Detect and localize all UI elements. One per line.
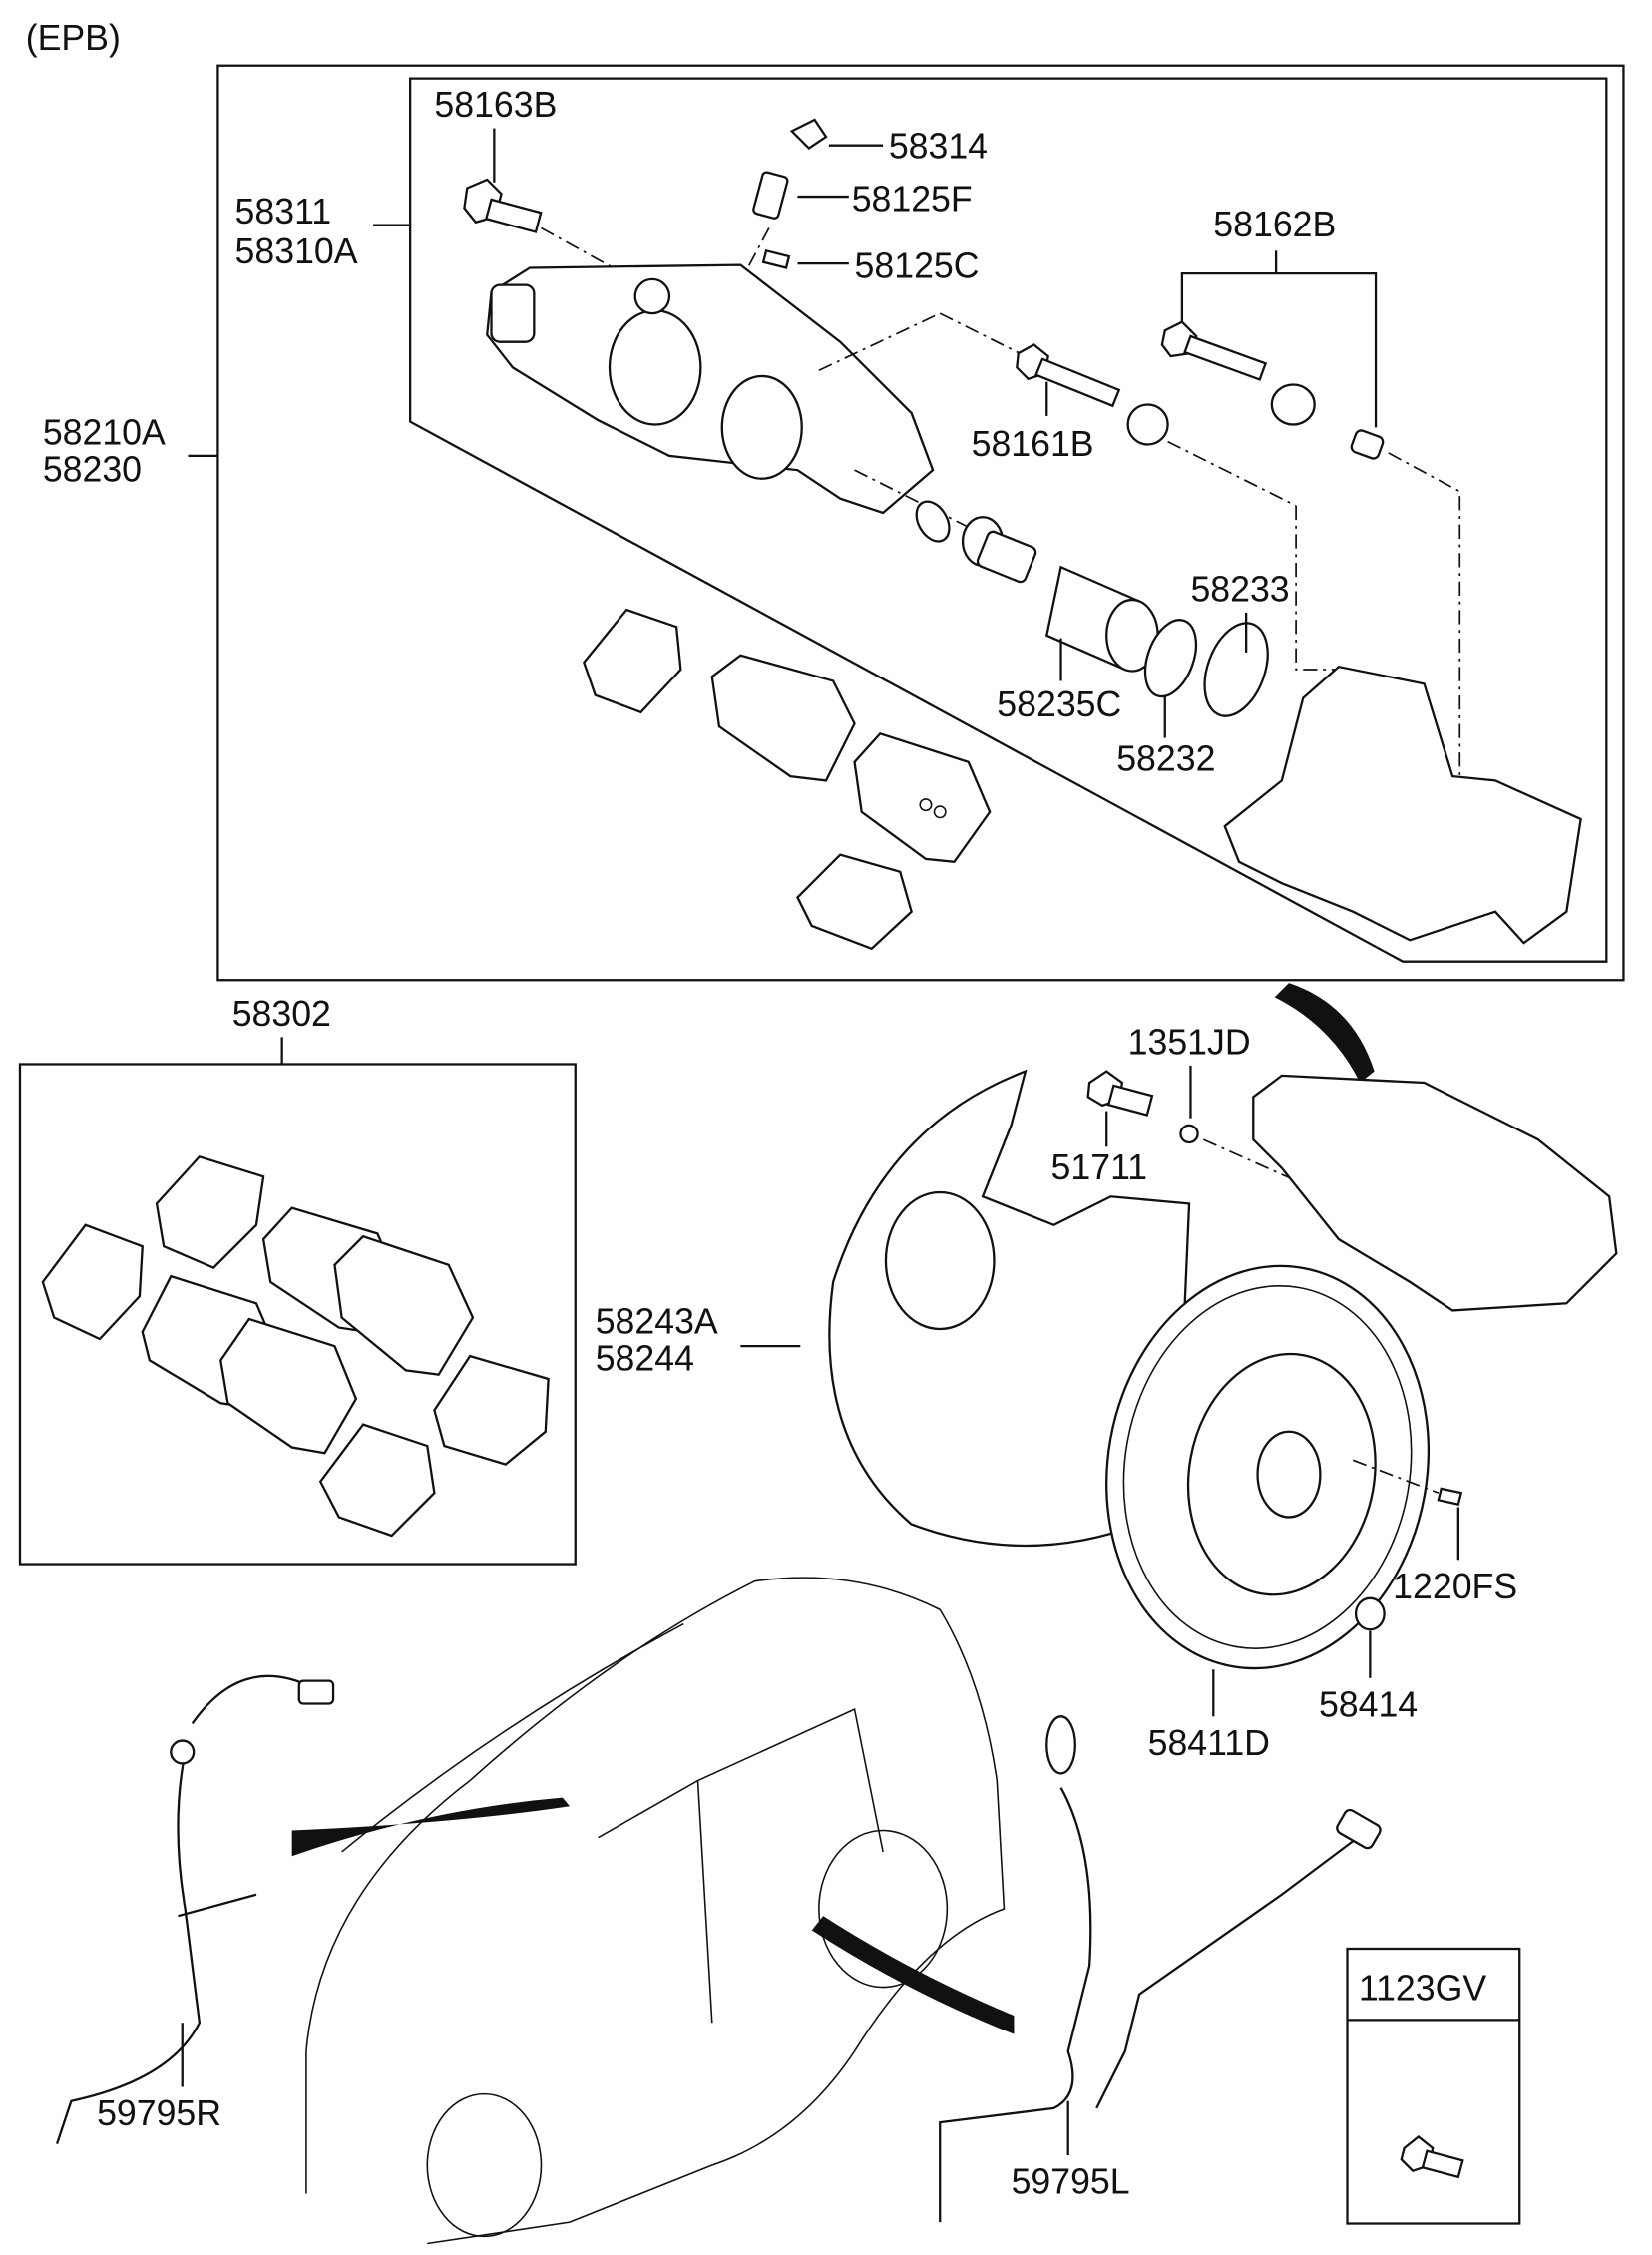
label-58411D[interactable]: 58411D xyxy=(1148,1723,1270,1763)
label-58233[interactable]: 58233 xyxy=(1190,570,1289,610)
guide-pin-58162B-icon xyxy=(1160,320,1385,460)
screw-1220FS-icon xyxy=(1437,1487,1463,1506)
cap-58125C-icon xyxy=(761,248,791,269)
label-58310A[interactable]: 58310A xyxy=(235,231,358,271)
pad-clips-icon xyxy=(583,608,913,951)
wheel-sensor-left-icon xyxy=(939,1715,1382,2223)
diagram-title: (EPB) xyxy=(26,18,121,58)
label-58311[interactable]: 58311 xyxy=(235,192,332,231)
label-1220FS[interactable]: 1220FS xyxy=(1393,1567,1517,1606)
label-58232[interactable]: 58232 xyxy=(1116,738,1215,778)
wheel-sensor-right-icon xyxy=(56,1674,335,2144)
label-58161B[interactable]: 58161B xyxy=(972,424,1094,464)
label-51711[interactable]: 51711 xyxy=(1051,1147,1148,1187)
label-58243A[interactable]: 58243A xyxy=(596,1301,718,1341)
pad-kit-box xyxy=(18,1063,577,1566)
label-58302[interactable]: 58302 xyxy=(232,994,331,1034)
label-1123GV[interactable]: 1123GV xyxy=(1359,1968,1486,2008)
label-58163B[interactable]: 58163B xyxy=(434,85,557,125)
bleeder-58125F-icon xyxy=(752,171,789,220)
label-1351JD[interactable]: 1351JD xyxy=(1128,1022,1251,1062)
label-58162B[interactable]: 58162B xyxy=(1213,205,1336,244)
caliper-assembly-box xyxy=(216,64,1625,982)
piston-adjuster-icon xyxy=(961,516,1037,584)
pointer-arrow-icon xyxy=(1274,983,1375,1084)
brake-pads-icon xyxy=(710,654,992,863)
label-58414[interactable]: 58414 xyxy=(1319,1684,1418,1724)
label-58125C[interactable]: 58125C xyxy=(855,245,980,285)
caliper-subassembly-box xyxy=(409,77,1608,963)
pointer-arrow-icon xyxy=(291,1797,571,1857)
label-59795R[interactable]: 59795R xyxy=(97,2093,221,2133)
pad-kit-icon xyxy=(41,1154,550,1538)
piston-58235C-icon xyxy=(1044,565,1159,673)
label-58230[interactable]: 58230 xyxy=(43,450,142,490)
bolt-58163B-icon xyxy=(463,178,543,233)
plug-58414-icon xyxy=(1354,1596,1386,1631)
seal-ring-icon xyxy=(915,500,951,543)
label-58235C[interactable]: 58235C xyxy=(997,684,1121,724)
bolt-51711-icon xyxy=(1086,1070,1154,1117)
label-59795L[interactable]: 59795L xyxy=(1012,2162,1130,2202)
caliper-carrier-icon xyxy=(1223,665,1582,945)
cap-58314-icon xyxy=(789,118,828,151)
guide-pin-58161B-icon xyxy=(1016,343,1169,446)
boot-58233-icon xyxy=(1203,622,1269,717)
vehicle-outline-icon xyxy=(305,1577,1006,2245)
label-58210A[interactable]: 58210A xyxy=(43,412,166,452)
bolt-1123GV-icon xyxy=(1400,2134,1464,2179)
brake-disc-icon xyxy=(1105,1264,1431,1670)
pointer-arrow-icon xyxy=(811,1916,1015,2034)
nut-1351JD-icon xyxy=(1179,1124,1199,1144)
caliper-assembly-icon xyxy=(1252,1074,1618,1312)
dust-shield-icon xyxy=(828,1069,1191,1548)
label-58125F[interactable]: 58125F xyxy=(852,179,973,219)
caliper-body-icon xyxy=(486,263,935,515)
bolt-1123GV-box xyxy=(1346,1947,1521,2225)
seal-58232-icon xyxy=(1143,619,1198,698)
label-58244[interactable]: 58244 xyxy=(596,1338,694,1378)
label-58314[interactable]: 58314 xyxy=(889,127,988,167)
